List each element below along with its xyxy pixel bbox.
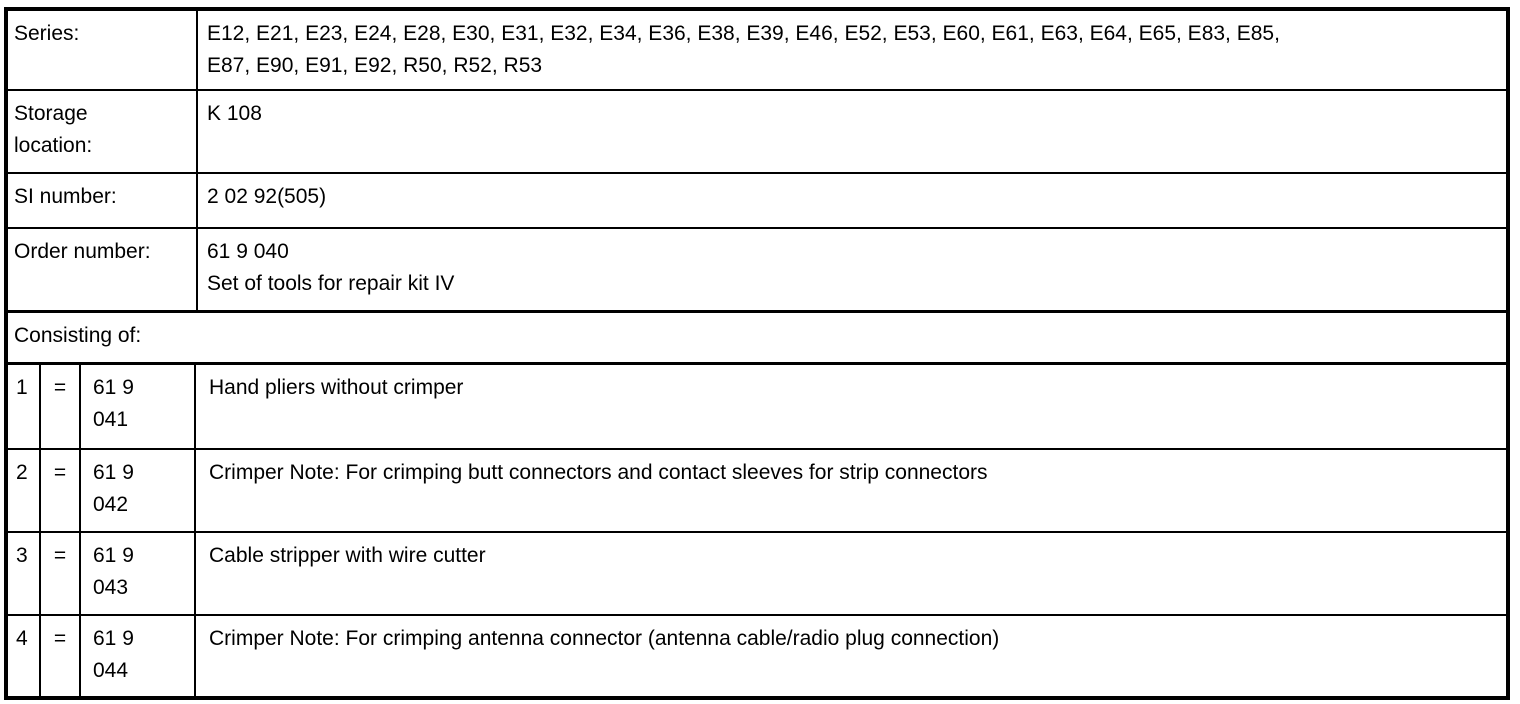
table-row-item-3: 3 = 61 9 043 Cable stripper with wire cu…	[8, 533, 1506, 616]
item-index: 3	[8, 533, 41, 614]
series-value: E12, E21, E23, E24, E28, E30, E31, E32, …	[207, 22, 1280, 77]
table-row-series: Series: E12, E21, E23, E24, E28, E30, E3…	[8, 11, 1506, 91]
item-part-number: 61 9 041	[81, 365, 196, 448]
table-row-si-number: SI number: 2 02 92(505)	[8, 174, 1506, 229]
item-description: Crimper Note: For crimping antenna conne…	[209, 627, 1000, 650]
equals-sign: =	[41, 450, 81, 531]
parts-info-table: Series: E12, E21, E23, E24, E28, E30, E3…	[4, 7, 1510, 700]
item-description: Cable stripper with wire cutter	[209, 544, 486, 567]
equals-sign: =	[41, 533, 81, 614]
item-part-number: 61 9 044	[81, 616, 196, 696]
table-row-order-number: Order number: 61 9 040 Set of tools for …	[8, 229, 1506, 313]
item-description: Hand pliers without crimper	[209, 376, 464, 399]
storage-location-label: Storage location:	[8, 91, 198, 172]
order-number-value: 61 9 040 Set of tools for repair kit IV	[207, 240, 455, 295]
item-part-number: 61 9 042	[81, 450, 196, 531]
equals-sign: =	[41, 365, 81, 448]
table-row-storage-location: Storage location: K 108	[8, 91, 1506, 174]
storage-location-value: K 108	[207, 102, 262, 125]
item-part-number: 61 9 043	[81, 533, 196, 614]
item-index: 1	[8, 365, 41, 448]
table-row-item-4: 4 = 61 9 044 Crimper Note: For crimping …	[8, 616, 1506, 696]
order-number-label: Order number:	[8, 229, 198, 310]
item-index: 2	[8, 450, 41, 531]
item-description: Crimper Note: For crimping butt connecto…	[209, 461, 988, 484]
si-number-value: 2 02 92(505)	[207, 185, 327, 208]
table-row-section-header: Consisting of:	[8, 313, 1506, 365]
equals-sign: =	[41, 616, 81, 696]
section-header-label: Consisting of:	[14, 324, 142, 347]
si-number-label: SI number:	[8, 174, 198, 227]
table-row-item-1: 1 = 61 9 041 Hand pliers without crimper	[8, 365, 1506, 450]
table-row-item-2: 2 = 61 9 042 Crimper Note: For crimping …	[8, 450, 1506, 533]
series-label: Series:	[8, 11, 198, 89]
item-index: 4	[8, 616, 41, 696]
